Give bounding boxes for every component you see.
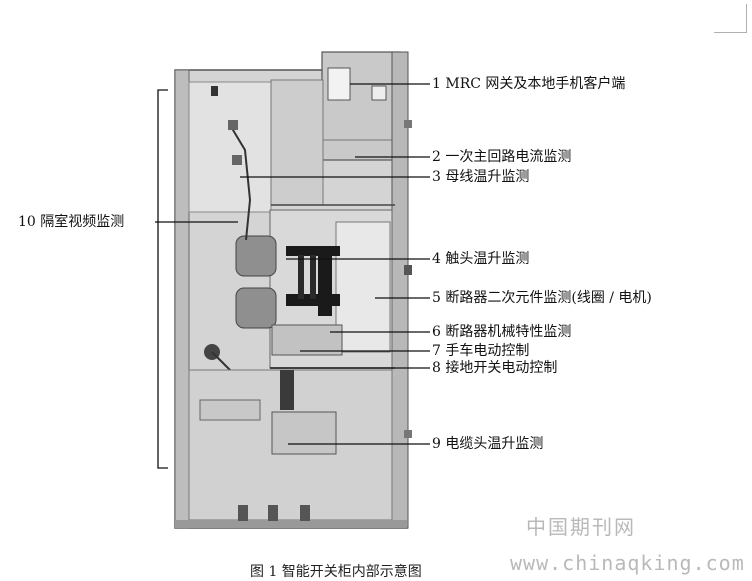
label-breaker-secondary: 5 断路器二次元件监测(线圈 / 电机): [432, 290, 652, 306]
lower-spout: [235, 287, 277, 329]
mrc-gateway-box: [327, 67, 351, 101]
breaker-truck: [271, 324, 343, 356]
upper-spout: [235, 235, 277, 277]
foot-3: [300, 505, 310, 521]
label-cable-head-temp: 9 电缆头温升监测: [432, 436, 544, 452]
cable-support: [199, 399, 261, 421]
cable-head: [280, 370, 294, 410]
label-contact-temp: 4 触头温升监测: [432, 251, 530, 267]
label-video-monitor: 10 隔室视频监测: [18, 214, 125, 230]
watermark-url: www.chinaqking.com: [510, 551, 745, 575]
busbar-compartment: [188, 81, 272, 213]
label-mrc-gateway: 1 MRC 网关及本地手机客户端: [432, 76, 626, 92]
lv-device: [371, 85, 387, 101]
door-latch-2: [404, 265, 412, 275]
door-latch-3: [404, 430, 412, 438]
video-bracket: [157, 89, 168, 469]
upper-contact-arm: [286, 246, 340, 256]
ct-block: [271, 411, 337, 455]
foot-1: [238, 505, 248, 521]
camera-icon: [211, 86, 218, 96]
contact-post-1: [298, 255, 304, 299]
label-truck-control: 7 手车电动控制: [432, 343, 530, 359]
bus-partition: [270, 79, 324, 206]
watermark-cn: 中国期刊网: [526, 515, 636, 539]
label-breaker-mechanical: 6 断路器机械特性监测: [432, 324, 572, 340]
label-busbar-temp: 3 母线温升监测: [432, 169, 530, 185]
page-corner-mark: [714, 4, 747, 33]
busbar-riser: [229, 124, 252, 241]
label-main-current: 2 一次主回路电流监测: [432, 149, 572, 165]
door-latch-1: [404, 120, 412, 128]
foot-2: [268, 505, 278, 521]
figure-caption: 图 1 智能开关柜内部示意图: [250, 564, 422, 580]
busbar-clamp-2: [232, 155, 242, 165]
contact-post-2: [310, 255, 316, 299]
breaker-mechanism-panel: [335, 221, 391, 353]
cabinet-base: [175, 520, 407, 528]
busbar-clamp-1: [228, 120, 238, 130]
cabinet-rear-wall: [174, 69, 190, 529]
label-earthing-control: 8 接地开关电动控制: [432, 360, 558, 376]
